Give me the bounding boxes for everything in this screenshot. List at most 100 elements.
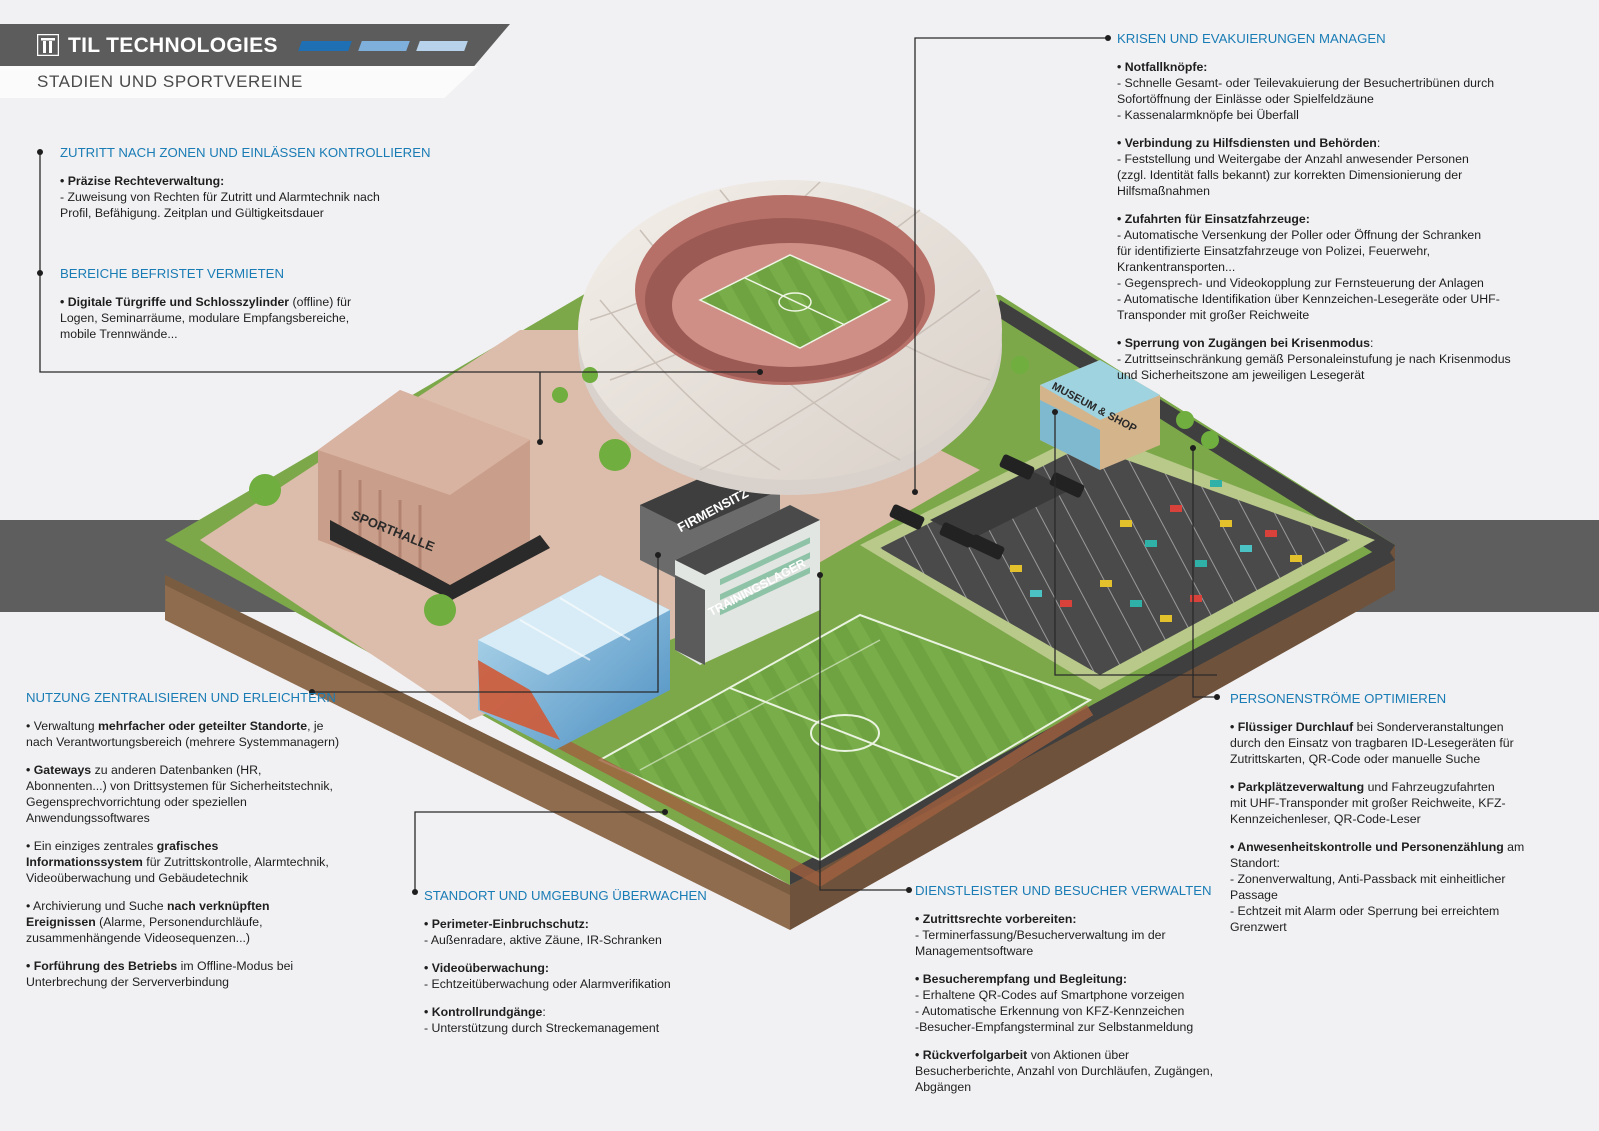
text: Transponder mit großer Reichweite: [1117, 308, 1310, 322]
text: für identifizierte Einsatzfahrzeuge von …: [1117, 244, 1431, 258]
bullet-line: • Archivierung und Suche nach verknüpfte…: [26, 898, 371, 914]
bullet-line: • Parkplätzeverwaltung und Fahrzeugzufah…: [1230, 779, 1570, 795]
bullet-item: • Zufahrten für Einsatzfahrzeuge:- Autom…: [1117, 211, 1567, 323]
text: (zzgl. Identität falls bekannt) zur korr…: [1117, 168, 1463, 182]
text: - Erhaltene QR-Codes auf Smartphone vorz…: [915, 988, 1185, 1002]
bullet-line: Krankentransporten...: [1117, 259, 1567, 275]
glass-building: [478, 575, 670, 750]
text: im Offline-Modus bei: [177, 959, 294, 973]
accent-bar-2: [358, 41, 410, 51]
text: Managementsoftware: [915, 944, 1034, 958]
bullet-line: Informationssystem für Zutrittskontrolle…: [26, 854, 371, 870]
bullet-line: - Feststellung und Weitergabe der Anzahl…: [1117, 151, 1567, 167]
section-krisen: KRISEN UND EVAKUIERUNGEN MANAGEN • Notfal…: [1117, 31, 1567, 395]
bullet-line: Sofortöffnung der Einlässe oder Spielfel…: [1117, 91, 1567, 107]
section-title: DIENSTLEISTER UND BESUCHER VERWALTEN: [915, 883, 1212, 898]
bullet-line: - Echtzeitüberwachung oder Alarmverifika…: [424, 976, 724, 992]
bullet-item: • Parkplätzeverwaltung und Fahrzeugzufah…: [1230, 779, 1570, 827]
bold-text: • Notfallknöpfe:: [1117, 60, 1208, 74]
bullet-line: Transponder mit großer Reichweite: [1117, 307, 1567, 323]
text: Grenzwert: [1230, 920, 1287, 934]
bullet-line: - Automatische Erkennung von KFZ-Kennzei…: [915, 1003, 1235, 1019]
text: - Echtzeit mit Alarm oder Sperrung bei e…: [1230, 904, 1500, 918]
bullet-line: Grenzwert: [1230, 919, 1570, 935]
bullet-line: Logen, Seminarräume, modulare Empfangsbe…: [60, 310, 400, 326]
bullet-item: • Anwesenheitskontrolle und Personenzähl…: [1230, 839, 1570, 935]
leader-lines: [39, 37, 1217, 892]
text: Videoüberwachung und Gebäudetechnik: [26, 871, 248, 885]
bullet-item: • Verwaltung mehrfacher oder geteilter S…: [26, 718, 371, 750]
text: - Unterstützung durch Streckemanagement: [424, 1021, 660, 1035]
bullet-item: • Perimeter-Einbruchschutz:- Außenradare…: [424, 916, 724, 948]
text: Standort:: [1230, 856, 1280, 870]
text: bei Sonderveranstaltungen: [1353, 720, 1504, 734]
bold-text: grafisches: [156, 839, 219, 853]
bullet-line: • Perimeter-Einbruchschutz:: [424, 916, 724, 932]
bullet-line: • Sperrung von Zugängen bei Krisenmodus:: [1117, 335, 1567, 351]
text: - Echtzeitüberwachung oder Alarmverifika…: [424, 977, 671, 991]
bullet-line: • Besucherempfang und Begleitung:: [915, 971, 1235, 987]
bullet-line: Zutrittskarten, QR-Code oder manuelle Su…: [1230, 751, 1570, 767]
bullet-line: durch den Einsatz von tragbaren ID-Leseg…: [1230, 735, 1570, 751]
text: • Ein einziges zentrales: [26, 839, 157, 853]
bullet-line: • Zutrittsrechte vorbereiten:: [915, 911, 1235, 927]
bullet-line: Besucherberichte, Anzahl von Durchläufen…: [915, 1063, 1235, 1079]
bold-text: • Digitale Türgriffe und Schlosszylinder: [60, 295, 290, 309]
bullet-line: • Verbindung zu Hilfsdiensten und Behörd…: [1117, 135, 1567, 151]
section-zutritt: ZUTRITT NACH ZONEN UND EINLÄSSEN KONTROL…: [60, 145, 431, 233]
header-subbanner: [0, 66, 478, 98]
leader-dots: [37, 35, 1220, 895]
bold-text: Informationssystem: [26, 855, 143, 869]
bullet-line: • Notfallknöpfe:: [1117, 59, 1567, 75]
section-title: KRISEN UND EVAKUIERUNGEN MANAGEN: [1117, 31, 1386, 46]
bold-text: mehrfacher oder geteilter Standorte: [97, 719, 308, 733]
bullet-line: Hilfsmaßnahmen: [1117, 183, 1567, 199]
bullet-line: nach Verantwortungsbereich (mehrere Syst…: [26, 734, 371, 750]
text: für Zutrittskontrolle, Alarmtechnik,: [142, 855, 329, 869]
bullet-line: - Terminerfassung/Besucherverwaltung im …: [915, 927, 1235, 943]
text: , je: [307, 719, 324, 733]
text: Besucherberichte, Anzahl von Durchläufen…: [915, 1064, 1214, 1078]
bullet-line: • Anwesenheitskontrolle und Personenzähl…: [1230, 839, 1570, 855]
bullet-line: Kennzeichenleser, QR-Code-Leser: [1230, 811, 1570, 827]
text: - Zutrittseinschränkung gemäß Personalei…: [1117, 352, 1511, 366]
text: von Aktionen über: [1027, 1048, 1130, 1062]
text: (Alarme, Personendurchläufe,: [95, 915, 263, 929]
bullet-item: • Digitale Türgriffe und Schlosszylinder…: [60, 294, 400, 342]
text: • Verwaltung: [26, 719, 98, 733]
text: Kennzeichenleser, QR-Code-Leser: [1230, 812, 1421, 826]
bullet-line: • Zufahrten für Einsatzfahrzeuge:: [1117, 211, 1567, 227]
bullet-line: - Automatische Versenkung der Poller ode…: [1117, 227, 1567, 243]
bold-text: • Forführung des Betriebs: [26, 959, 178, 973]
section-title: PERSONENSTRÖME OPTIMIEREN: [1230, 691, 1447, 706]
bullet-line: zusammenhängende Videosequenzen...): [26, 930, 371, 946]
text: Abonnenten...) von Drittsystemen für Sic…: [26, 779, 333, 793]
bullet-line: - Schnelle Gesamt- oder Teilevakuierung …: [1117, 75, 1567, 91]
text: - Feststellung und Weitergabe der Anzahl…: [1117, 152, 1469, 166]
section-personen: PERSONENSTRÖME OPTIMIEREN • Flüssiger Dur…: [1230, 691, 1570, 947]
bullet-item: • Besucherempfang und Begleitung:- Erhal…: [915, 971, 1235, 1035]
stadium: [578, 180, 1002, 495]
parking-lot: [860, 430, 1375, 690]
text: zu anderen Datenbanken (HR,: [91, 763, 262, 777]
bullet-line: mit UHF-Transponder mit großer Reichweit…: [1230, 795, 1570, 811]
bold-text: • Flüssiger Durchlauf: [1230, 720, 1354, 734]
text: zusammenhängende Videosequenzen...): [26, 931, 251, 945]
text: Passage: [1230, 888, 1278, 902]
bullet-line: • Videoüberwachung:: [424, 960, 724, 976]
bullet-line: Abgängen: [915, 1079, 1235, 1095]
sporthalle-building: SPORTHALLE: [318, 390, 550, 600]
bold-text: • Zufahrten für Einsatzfahrzeuge:: [1117, 212, 1310, 226]
section-bereiche: BEREICHE BEFRISTET VERMIETEN• Digitale T…: [60, 266, 400, 354]
bullet-line: - Zutrittseinschränkung gemäß Personalei…: [1117, 351, 1567, 367]
bullet-item: • Videoüberwachung:- Echtzeitüberwachung…: [424, 960, 724, 992]
bullet-item: • Flüssiger Durchlauf bei Sonderveransta…: [1230, 719, 1570, 767]
bullet-line: • Rückverfolgarbeit von Aktionen über: [915, 1047, 1235, 1063]
bold-text: • Parkplätzeverwaltung: [1230, 780, 1365, 794]
text: - Kassenalarmknöpfe bei Überfall: [1117, 108, 1299, 122]
bold-text: • Gateways: [26, 763, 92, 777]
text: - Automatische Erkennung von KFZ-Kennzei…: [915, 1004, 1185, 1018]
bullet-item: • Präzise Rechteverwaltung:- Zuweisung v…: [60, 173, 430, 221]
